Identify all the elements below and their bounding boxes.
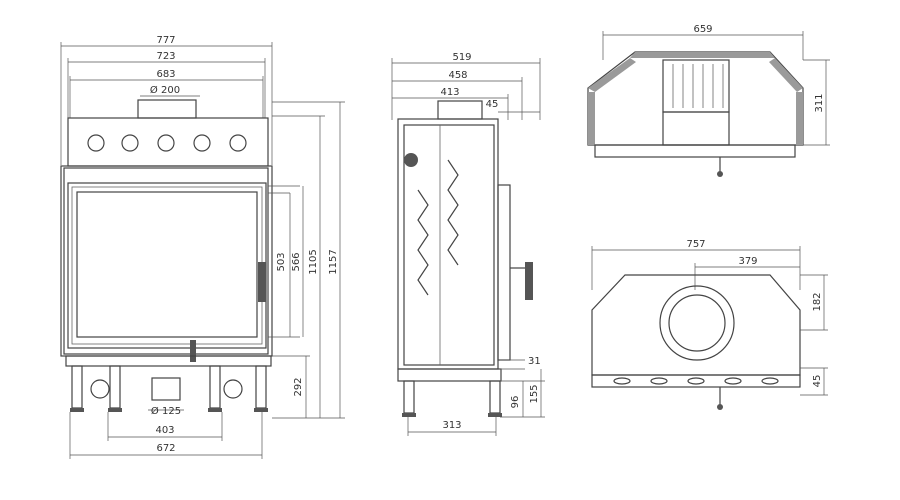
- side-base: [397, 368, 502, 382]
- firebox-hatch-right: [769, 58, 803, 92]
- leg: [255, 365, 267, 409]
- leg-foot: [108, 408, 122, 412]
- side-view: 519 458 413 45 31 96 155: [391, 52, 545, 436]
- dim-front-777: 777: [156, 35, 175, 46]
- dim-bottom-757: 757: [686, 239, 705, 250]
- top-knob-icon: [717, 171, 723, 177]
- front-body: [60, 165, 273, 357]
- dim-side-45: 45: [486, 99, 499, 110]
- bottom-air-slots: [613, 377, 779, 385]
- dim-front-672: 672: [156, 443, 175, 454]
- firebox-hatch-right-wall: [796, 92, 803, 145]
- side-leg: [489, 380, 501, 414]
- bottom-knob-icon: [717, 404, 723, 410]
- heat-fin-right: [447, 159, 459, 266]
- dim-bottom-182: 182: [812, 292, 823, 311]
- dim-side-458: 458: [448, 70, 467, 81]
- air-inlet-right: [223, 379, 243, 399]
- grate-base: [662, 111, 730, 146]
- bottom-front-bar: [591, 374, 801, 388]
- side-air-pipe-icon: [404, 153, 418, 167]
- side-flue-collar: [437, 100, 483, 120]
- air-outlet-hole: [121, 134, 139, 152]
- door-frame-inner: [71, 186, 263, 345]
- air-control-lever-icon: [190, 340, 196, 362]
- flue-ring-outer: [659, 285, 735, 361]
- front-top-dimensions: 777 723 683 Ø 200: [60, 35, 273, 165]
- air-inlet-box: [151, 377, 181, 401]
- dim-side-313: 313: [442, 420, 461, 431]
- air-outlet-holes: [87, 134, 247, 152]
- front-view: 777 723 683 Ø 200: [60, 35, 345, 459]
- dim-front-566: 566: [291, 252, 302, 271]
- dim-inlet-diameter: Ø 125: [151, 405, 181, 417]
- leg-foot: [208, 408, 222, 412]
- side-handle-icon: [525, 262, 533, 300]
- door-handle-icon: [258, 262, 266, 302]
- dim-side-96: 96: [510, 396, 521, 409]
- dim-top-311: 311: [814, 93, 825, 112]
- dim-front-723: 723: [156, 51, 175, 62]
- air-slot: [650, 377, 668, 385]
- leg: [109, 365, 121, 409]
- dim-side-155: 155: [529, 384, 540, 403]
- side-leg-foot: [402, 413, 416, 417]
- dim-bottom-45: 45: [812, 375, 823, 388]
- flue-ring-inner: [668, 294, 726, 352]
- air-slot: [724, 377, 742, 385]
- dim-front-292: 292: [293, 377, 304, 396]
- dim-front-403: 403: [155, 425, 174, 436]
- flue-collar: [137, 99, 197, 119]
- side-leg-foot: [488, 413, 502, 417]
- grate-bars: [672, 64, 724, 108]
- dim-front-1157: 1157: [328, 249, 339, 274]
- dim-front-503: 503: [276, 252, 287, 271]
- dim-side-31: 31: [528, 356, 541, 367]
- leg-foot: [254, 408, 268, 412]
- top-view: 659 311: [587, 24, 830, 177]
- firebox-hatch-left-wall: [588, 92, 595, 145]
- air-slot: [613, 377, 631, 385]
- bottom-view: 757 379 182 45: [591, 239, 828, 410]
- dim-side-413: 413: [440, 87, 459, 98]
- dim-bottom-379: 379: [738, 256, 757, 267]
- front-frame: [63, 167, 269, 355]
- air-outlet-hole: [229, 134, 247, 152]
- air-inlet-left: [90, 379, 110, 399]
- heat-fin-left: [417, 189, 429, 296]
- air-outlet-hole: [193, 134, 211, 152]
- air-slot: [687, 377, 705, 385]
- front-base-plate: [65, 355, 272, 367]
- convection-box: [67, 117, 269, 167]
- air-outlet-hole: [157, 134, 175, 152]
- side-leg: [403, 380, 415, 414]
- air-outlet-hole: [87, 134, 105, 152]
- door-glass: [76, 191, 258, 338]
- air-slot: [761, 377, 779, 385]
- leg: [209, 365, 221, 409]
- dim-side-519: 519: [452, 52, 471, 63]
- front-legs: [70, 365, 268, 412]
- firebox-hatch-left: [588, 58, 636, 92]
- dim-flue-diameter: Ø 200: [150, 84, 180, 96]
- dim-front-683: 683: [156, 69, 175, 80]
- leg-foot: [70, 408, 84, 412]
- top-door: [594, 144, 796, 158]
- leg: [71, 365, 83, 409]
- dim-top-659: 659: [693, 24, 712, 35]
- firebox-hatch-top: [630, 52, 775, 58]
- side-body-inner: [403, 124, 495, 366]
- side-door: [497, 184, 511, 361]
- dim-front-1105: 1105: [308, 249, 319, 274]
- door-frame: [67, 182, 267, 349]
